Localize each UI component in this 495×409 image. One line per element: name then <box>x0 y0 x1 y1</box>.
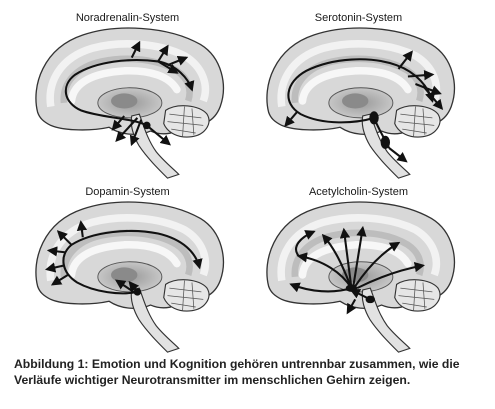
brain-diagram <box>20 20 235 180</box>
panel-noradrenalin: Noradrenalin-System <box>20 6 235 178</box>
brain-diagram <box>246 20 471 180</box>
pathway-arrows <box>45 220 203 295</box>
panel-serotonin: Serotonin-System <box>246 6 471 178</box>
panel-title: Serotonin-System <box>314 12 403 24</box>
panel-dopamin: Dopamin-System <box>20 180 235 352</box>
panel-title: Dopamin-System <box>85 186 170 198</box>
brain-diagram <box>246 194 471 354</box>
pathway-arrows <box>284 50 444 163</box>
pathway-arrows <box>64 40 195 147</box>
panel-title: Acetylcholin-System <box>308 186 409 198</box>
brain-diagram <box>20 194 235 354</box>
panel-title: Noradrenalin-System <box>75 12 180 24</box>
panel-acetylcholin: Acetylcholin-System <box>246 180 471 352</box>
figure-caption: Abbildung 1: Emotion und Kognition gehör… <box>14 357 460 387</box>
